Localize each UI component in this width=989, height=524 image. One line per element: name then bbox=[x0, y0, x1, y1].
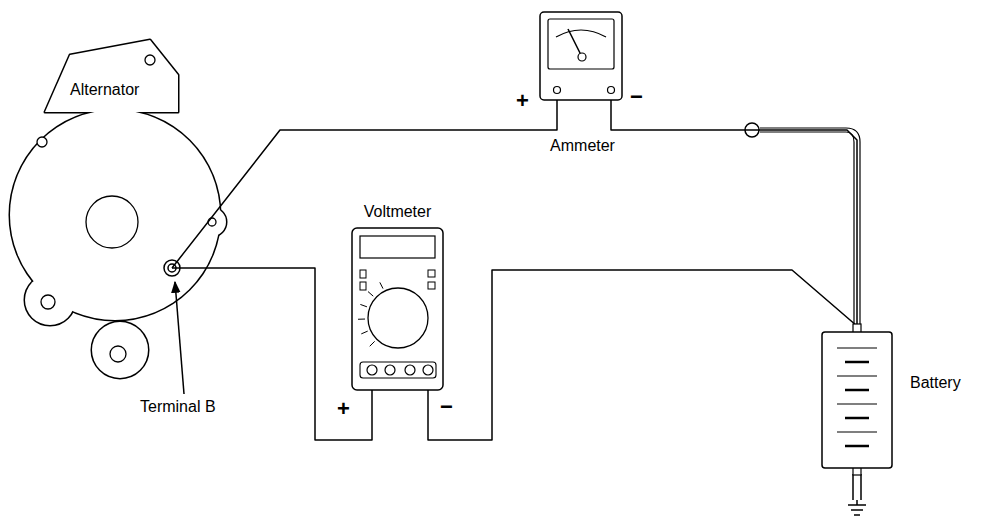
callout-label: Terminal B bbox=[140, 397, 216, 416]
wire bbox=[611, 94, 857, 327]
component-label: Ammeter bbox=[550, 136, 615, 155]
ground-symbol bbox=[848, 474, 866, 515]
battery-node: Battery bbox=[815, 318, 980, 483]
ammeter-symbol bbox=[540, 12, 622, 100]
alternator-housing bbox=[10, 40, 226, 378]
component-label: Voltmeter bbox=[364, 202, 432, 221]
wire bbox=[172, 94, 557, 269]
polarity-sign: + bbox=[516, 90, 529, 112]
ammeter-node: Ammeter bbox=[530, 5, 635, 165]
alternator-node: Alternator bbox=[0, 0, 235, 385]
voltmeter-outline bbox=[340, 198, 455, 403]
battery-cable bbox=[760, 128, 860, 328]
component-label: Alternator bbox=[70, 80, 139, 99]
battery-symbol bbox=[822, 324, 892, 475]
polarity-sign: − bbox=[440, 396, 453, 418]
polarity-sign: − bbox=[630, 86, 643, 108]
component-label: Battery bbox=[910, 373, 961, 392]
voltmeter-node: Voltmeter bbox=[340, 198, 455, 403]
leader-line bbox=[175, 282, 184, 394]
wire bbox=[428, 270, 857, 440]
polarity-sign: + bbox=[337, 398, 350, 420]
voltmeter-symbol bbox=[352, 228, 443, 390]
battery-outline bbox=[815, 318, 980, 483]
